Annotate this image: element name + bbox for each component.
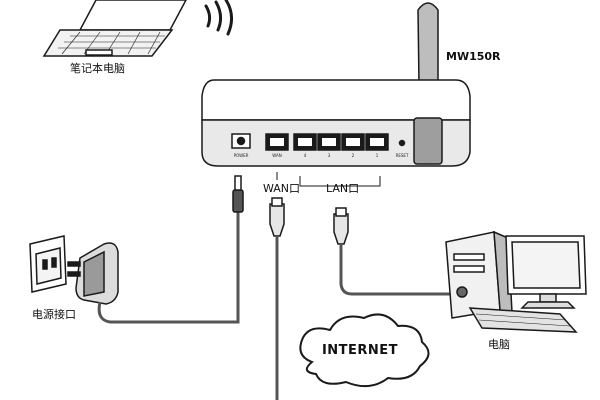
wall-socket-icon bbox=[29, 235, 67, 293]
lan-rj45-plug-icon bbox=[333, 207, 349, 245]
reset-label: RESET bbox=[396, 153, 409, 158]
lan-label: LAN口 bbox=[326, 182, 360, 195]
wan-label: WAN口 bbox=[263, 182, 301, 195]
wan-rj45-plug-icon bbox=[269, 197, 285, 237]
power-cable bbox=[97, 206, 240, 324]
laptop-label: 笔记本电脑 bbox=[70, 62, 125, 75]
router bbox=[201, 2, 471, 167]
power-port-label: POWER bbox=[234, 153, 249, 158]
lan-port-label: 1 bbox=[376, 153, 379, 158]
dc-plug-icon bbox=[232, 175, 244, 213]
internet-cloud-icon bbox=[299, 313, 430, 388]
lan-cable bbox=[339, 244, 456, 296]
lan-port-label: 3 bbox=[328, 153, 331, 158]
lan-port-label: 4 bbox=[304, 153, 307, 158]
desktop-computer-icon bbox=[445, 230, 587, 333]
reset-button bbox=[398, 139, 406, 147]
lan-ports bbox=[293, 133, 389, 151]
router-model-label: MW150R bbox=[446, 50, 501, 63]
desktop-label: 电脑 bbox=[488, 338, 510, 351]
power-adapter-label: 电源接口 bbox=[32, 308, 76, 321]
laptop-icon bbox=[42, 0, 187, 57]
wifi-signal-icon bbox=[204, 0, 233, 36]
power-adapter-icon bbox=[67, 242, 119, 305]
lan-port-label: 2 bbox=[352, 153, 355, 158]
internet-label: INTERNET bbox=[321, 343, 399, 358]
wan-port-label: WAN bbox=[272, 153, 281, 158]
